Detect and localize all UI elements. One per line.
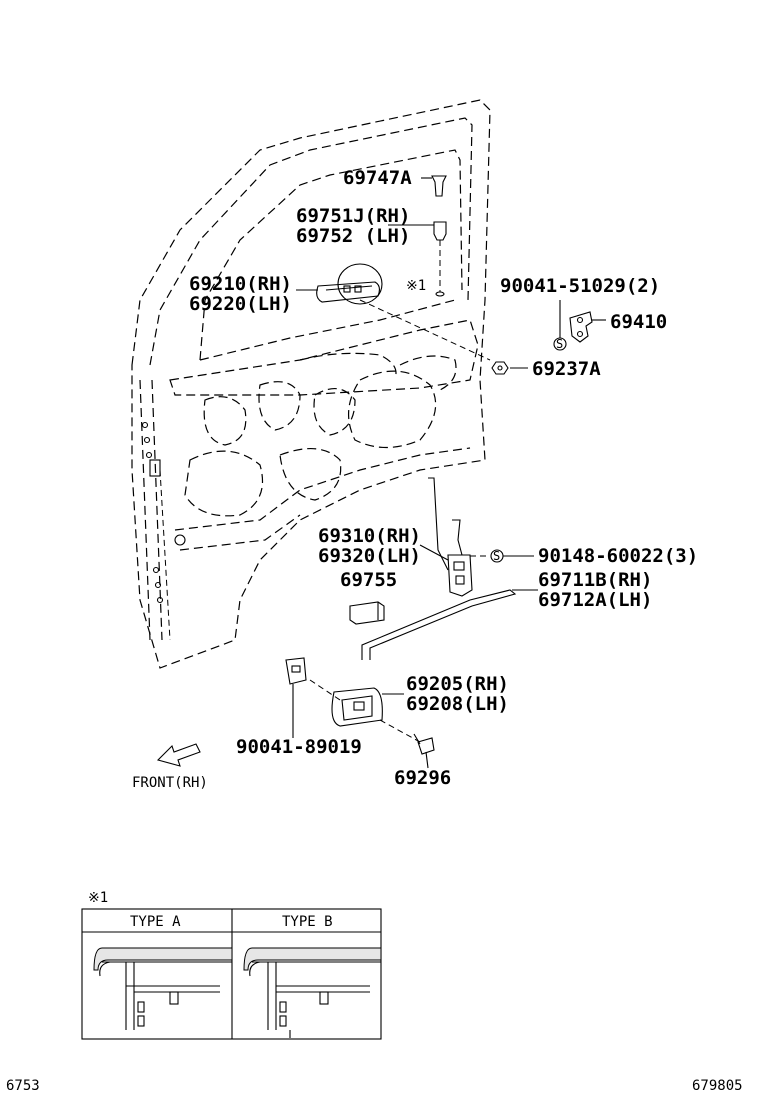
callout-90041-89019: 90041-89019 [236, 736, 362, 758]
clip-69747A [421, 175, 447, 197]
door-panel-outline [131, 99, 491, 669]
callout-69755: 69755 [340, 569, 397, 591]
callout-90041-51029: 90041-51029(2) [500, 275, 660, 297]
callout-69711B: 69711B(RH) [538, 569, 652, 591]
callout-69205: 69205(RH) [406, 673, 509, 695]
detail-table: TYPE A TYPE B [81, 908, 382, 1040]
type-b-header: TYPE B [282, 914, 333, 930]
inside-handle-69205 [309, 679, 421, 743]
callout-69310: 69310(RH) [318, 525, 421, 547]
clip-90041-89019 [285, 657, 307, 738]
pad-69755 [349, 601, 385, 625]
footer-right-code: 679805 [692, 1078, 743, 1094]
type-b-sketch [243, 947, 382, 1038]
striker-69410: S [553, 300, 606, 351]
callout-69320: 69320(LH) [318, 545, 421, 567]
callout-69208: 69208(LH) [406, 693, 509, 715]
detail-mark: ※1 [88, 890, 108, 906]
callout-69296: 69296 [394, 767, 451, 789]
type-a-header: TYPE A [130, 914, 181, 930]
note-mark: ※1 [406, 278, 426, 294]
s-symbol-2: S [493, 549, 500, 563]
front-arrow-icon [156, 743, 201, 767]
callout-69712A: 69712A(LH) [538, 589, 652, 611]
footer-left-code: 6753 [6, 1078, 40, 1094]
front-label: FRONT(RH) [132, 775, 208, 791]
s-symbol-1: S [556, 337, 563, 351]
outside-handle-69210 [296, 263, 491, 361]
callout-69410: 69410 [610, 311, 667, 333]
callout-69752: 69752 (LH) [296, 225, 410, 247]
door-lock-69310: S [419, 477, 534, 597]
callout-69220: 69220(LH) [189, 293, 292, 315]
callout-69751J: 69751J(RH) [296, 205, 410, 227]
nut-69237A [491, 361, 528, 375]
lock-rod-69711B [361, 589, 538, 660]
screw-69296 [413, 733, 435, 769]
callout-69747A: 69747A [343, 167, 412, 189]
callout-90148: 90148-60022(3) [538, 545, 698, 567]
plug-69751J [388, 221, 447, 297]
callout-69237A: 69237A [532, 358, 601, 380]
callout-69210: 69210(RH) [189, 273, 292, 295]
type-a-sketch [93, 947, 233, 1030]
